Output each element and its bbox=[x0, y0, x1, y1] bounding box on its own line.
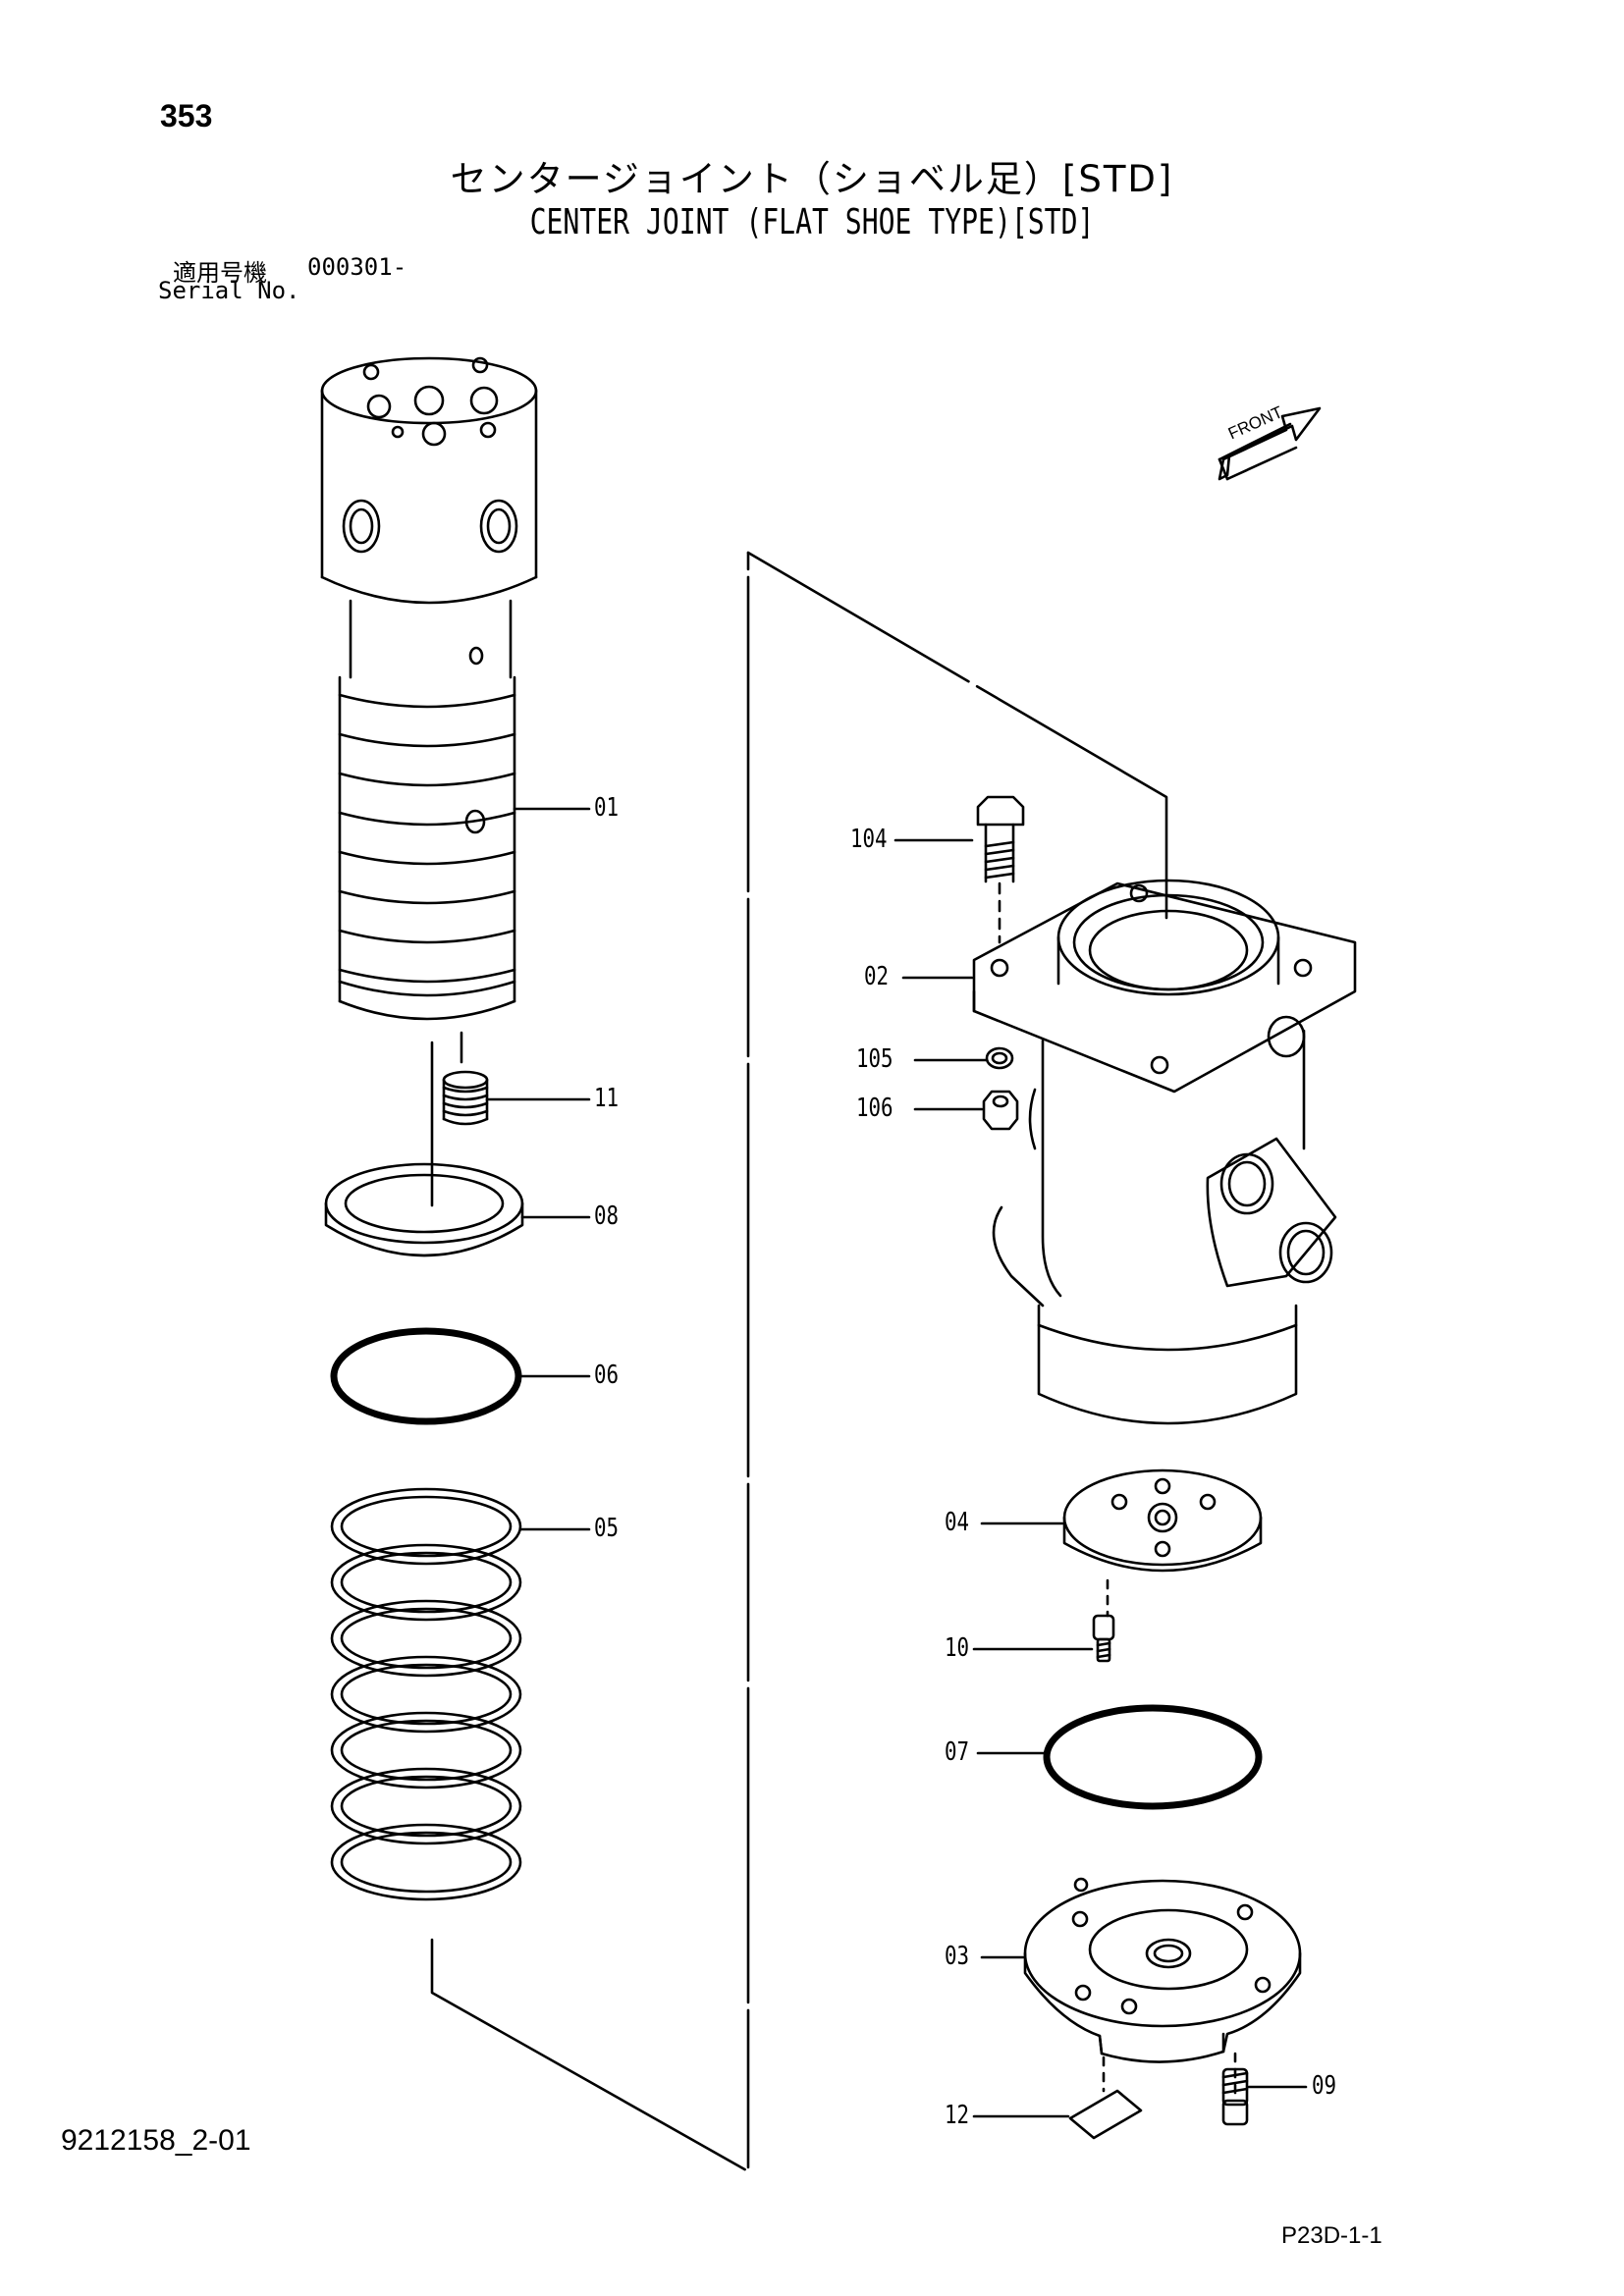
callout-label-07: 07 bbox=[945, 1737, 970, 1767]
callout-label-12: 12 bbox=[945, 2101, 970, 2130]
callout-label-06: 06 bbox=[594, 1361, 620, 1390]
page-number: 353 bbox=[160, 98, 213, 133]
cover-plate-part-04 bbox=[980, 1468, 1263, 1618]
front-arrow-icon bbox=[1218, 406, 1322, 481]
callout-label-05: 05 bbox=[594, 1514, 620, 1543]
callout-label-01: 01 bbox=[594, 793, 620, 823]
callout-label-04: 04 bbox=[945, 1508, 970, 1537]
callout-label-08: 08 bbox=[594, 1201, 620, 1231]
plug-part-11 bbox=[442, 1070, 591, 1126]
page-title-japanese: センタージョイント（ショベル足）[STD] bbox=[450, 158, 1174, 200]
callout-label-106: 106 bbox=[856, 1094, 893, 1123]
screw-part-10 bbox=[972, 1614, 1115, 1663]
callout-label-02: 02 bbox=[864, 962, 890, 991]
drawing-code: 9212158_2-01 bbox=[61, 2124, 251, 2157]
spindle-part-01 bbox=[320, 356, 591, 1021]
figure-reference: P23D-1-1 bbox=[1281, 2222, 1382, 2249]
screw-part-09 bbox=[1221, 2067, 1308, 2126]
callout-label-104: 104 bbox=[850, 825, 888, 854]
callout-label-09: 09 bbox=[1312, 2071, 1337, 2101]
callout-label-11: 11 bbox=[594, 1084, 620, 1113]
seal-stack-part-05 bbox=[330, 1487, 591, 1901]
nut-part-106 bbox=[913, 1090, 1019, 1131]
bolt-part-104 bbox=[893, 795, 1025, 944]
o-ring-part-06 bbox=[330, 1327, 591, 1425]
callout-label-03: 03 bbox=[945, 1942, 970, 1971]
cover-part-03 bbox=[980, 1877, 1302, 2097]
plate-part-12 bbox=[972, 2089, 1143, 2140]
serial-value: 000301- bbox=[307, 253, 407, 281]
serial-label-english: Serial No. bbox=[158, 277, 300, 304]
callout-label-105: 105 bbox=[856, 1044, 893, 1074]
serial-label-japanese: 適用号機 bbox=[173, 259, 267, 287]
o-ring-part-07 bbox=[976, 1704, 1263, 1810]
washer-part-105 bbox=[913, 1046, 1014, 1070]
ring-part-08 bbox=[324, 1162, 591, 1257]
callout-label-10: 10 bbox=[945, 1633, 970, 1663]
page-title-english: CENTER JOINT (FLAT SHOE TYPE)[STD] bbox=[529, 202, 1095, 242]
body-part-02 bbox=[901, 879, 1357, 1425]
